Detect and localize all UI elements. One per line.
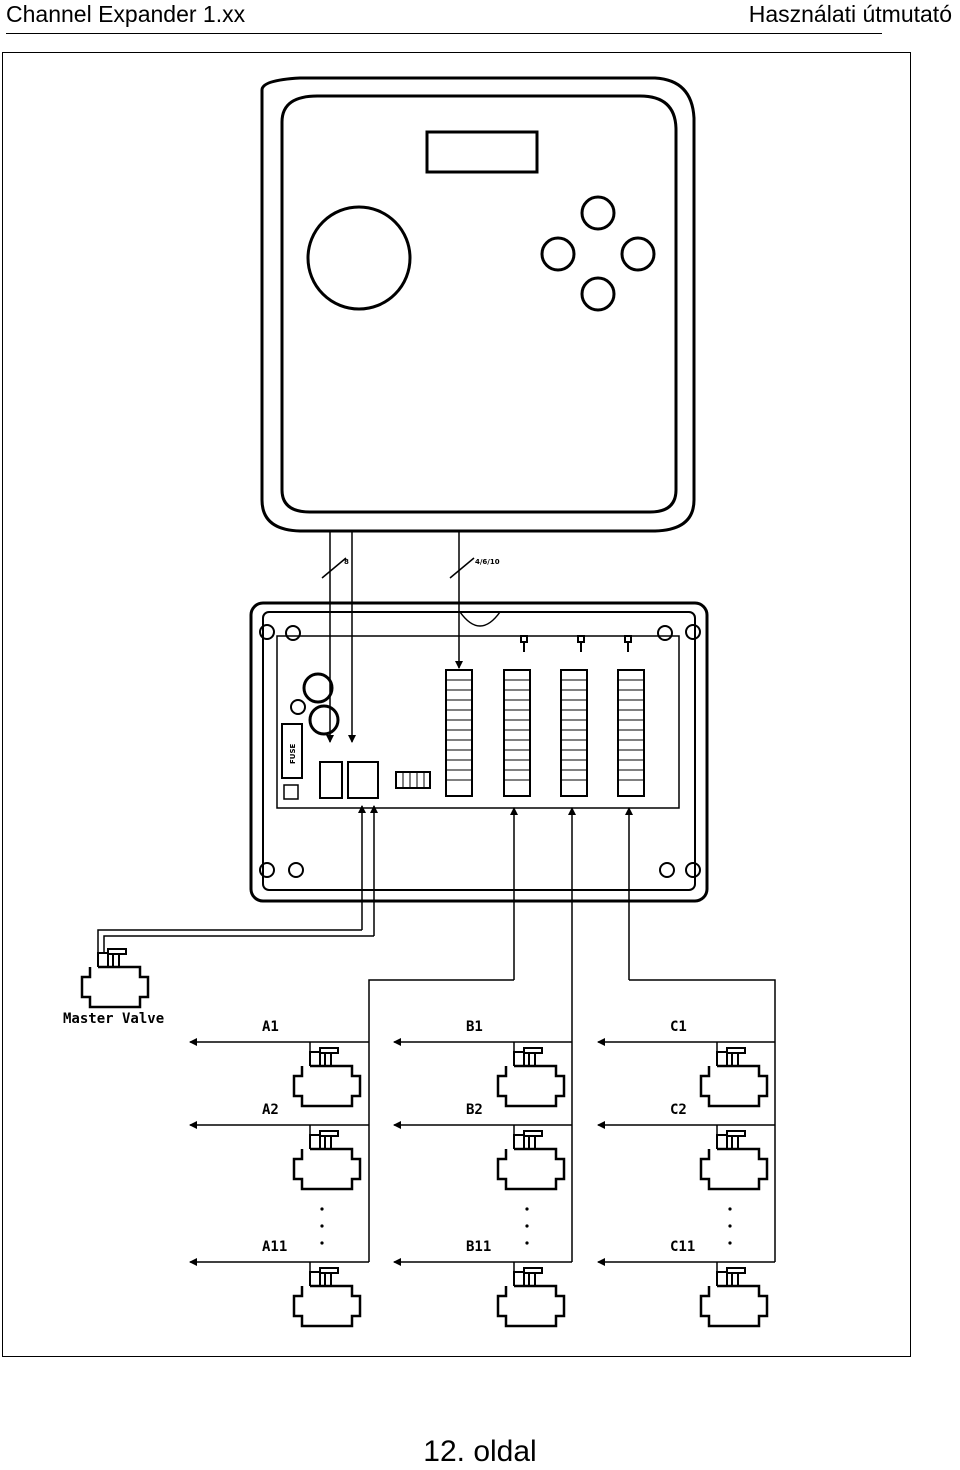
controller-display xyxy=(425,130,539,174)
controller-unit xyxy=(260,76,696,533)
header-rule xyxy=(6,33,882,34)
button-left[interactable] xyxy=(540,236,576,272)
valve-a1-icon xyxy=(292,1046,362,1108)
zone-label-b2: B2 xyxy=(466,1102,483,1118)
zone-label-b11: B11 xyxy=(466,1239,491,1255)
zone-label-a11: A11 xyxy=(262,1239,287,1255)
valve-a2-icon xyxy=(292,1129,362,1191)
header-right-title: Használati útmutató xyxy=(748,1,952,27)
zone-label-a1: A1 xyxy=(262,1019,279,1035)
fuse-label: FUSE xyxy=(289,743,297,764)
cable-label-left: 8 xyxy=(344,558,349,566)
valve-b1-icon xyxy=(496,1046,566,1108)
controller-dial[interactable] xyxy=(306,205,412,311)
page-number: 12. oldal xyxy=(423,1435,537,1468)
expander-enclosure xyxy=(249,601,709,903)
zone-label-c11: C11 xyxy=(670,1239,695,1255)
dots xyxy=(320,1207,732,1245)
zone-label-b1: B1 xyxy=(466,1019,483,1035)
master-valve-icon xyxy=(80,947,150,1009)
valve-c11-icon xyxy=(699,1266,769,1328)
output-wires xyxy=(97,805,776,1272)
terminal-blocks xyxy=(445,635,645,797)
valve-a11-icon xyxy=(292,1266,362,1328)
valve-c2-icon xyxy=(699,1129,769,1191)
button-up[interactable] xyxy=(580,195,616,231)
cable-label-right: 4/6/10 xyxy=(475,558,500,566)
master-valve-label: Master Valve xyxy=(63,1011,164,1027)
valve-b2-icon xyxy=(496,1129,566,1191)
valve-c1-icon xyxy=(699,1046,769,1108)
zone-label-a2: A2 xyxy=(262,1102,279,1118)
zone-label-c1: C1 xyxy=(670,1019,687,1035)
button-down[interactable] xyxy=(580,276,616,312)
valve-b11-icon xyxy=(496,1266,566,1328)
zone-label-c2: C2 xyxy=(670,1102,687,1118)
diagram-frame xyxy=(2,52,911,1357)
header-left-title: Channel Expander 1.xx xyxy=(6,1,246,27)
button-right[interactable] xyxy=(620,236,656,272)
